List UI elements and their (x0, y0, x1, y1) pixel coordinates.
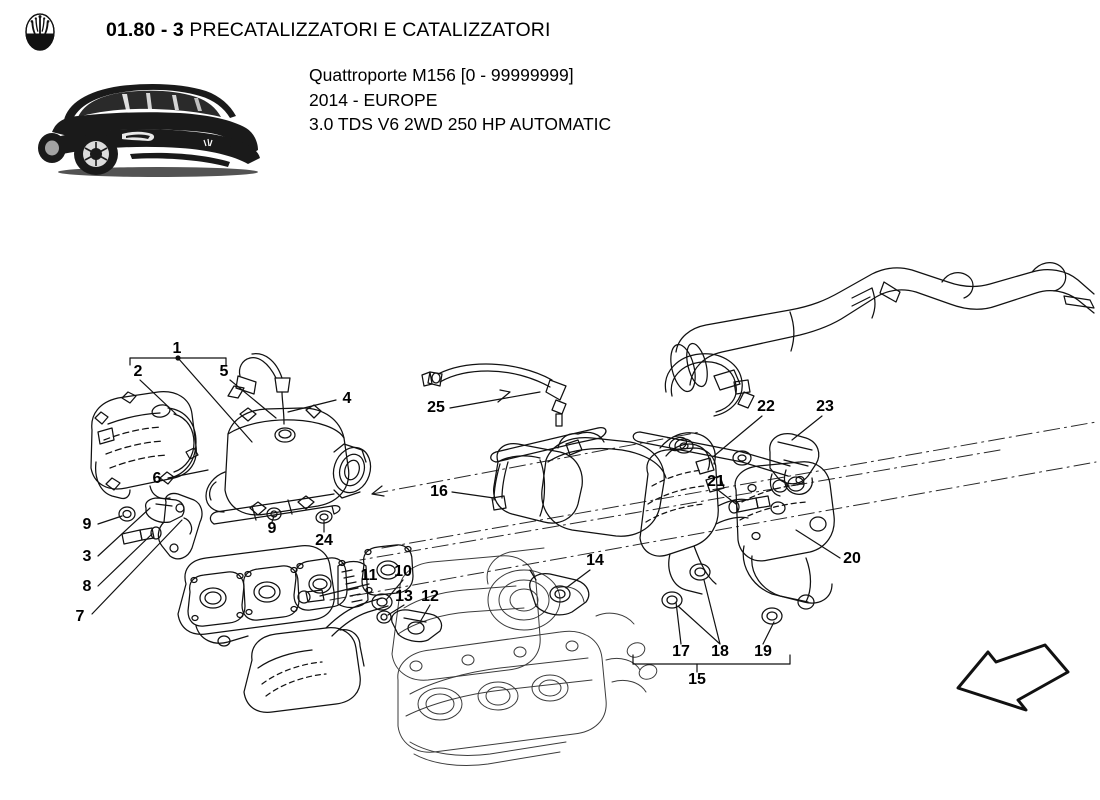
callout-18[interactable]: 18 (711, 643, 729, 660)
callout-5[interactable]: 5 (219, 363, 229, 380)
part-main-catalyst-16 (490, 426, 725, 537)
callout-25[interactable]: 25 (427, 399, 445, 416)
engine-block-ghost (391, 547, 658, 767)
callout-24[interactable]: 24 (315, 532, 333, 549)
callout-10[interactable]: 10 (394, 563, 412, 580)
callout-9[interactable]: 9 (82, 516, 92, 533)
part-bolt-21 (728, 495, 771, 514)
vehicle-info-block: Quattroporte M156 [0 - 99999999] 2014 - … (309, 63, 611, 137)
callout-13[interactable]: 13 (395, 588, 413, 605)
callout-11[interactable]: 11 (360, 567, 378, 584)
part-oxygen-sensor-5 (227, 353, 291, 425)
callout-9-right[interactable]: 9 (267, 520, 277, 537)
callout-12[interactable]: 12 (421, 588, 439, 605)
maserati-trident-logo (18, 8, 62, 56)
part-clamp-bracket-22-23 (632, 353, 820, 497)
callout-1[interactable]: 1 (172, 340, 182, 357)
callout-20[interactable]: 20 (843, 550, 861, 567)
page-title: 01.80 - 3 PRECATALIZZATORI E CATALIZZATO… (106, 19, 551, 42)
section-title: PRECATALIZZATORI E CATALIZZATORI (189, 19, 551, 41)
vehicle-thumbnail (34, 72, 282, 182)
callout-4[interactable]: 4 (342, 390, 352, 407)
section-code: 01.80 - 3 (106, 19, 184, 41)
vehicle-forward-direction-arrow (956, 643, 1070, 712)
callout-17[interactable]: 17 (672, 643, 690, 660)
callout-7[interactable]: 7 (75, 608, 85, 625)
callout-3[interactable]: 3 (82, 548, 92, 565)
callout-6[interactable]: 6 (152, 470, 162, 487)
vehicle-year-market-line: 2014 - EUROPE (309, 89, 438, 110)
part-heat-shield-2 (90, 391, 199, 500)
callout-22[interactable]: 22 (757, 398, 775, 415)
callout-2[interactable]: 2 (133, 363, 143, 380)
callout-14[interactable]: 14 (586, 552, 604, 569)
callout-23[interactable]: 23 (816, 398, 834, 415)
callout-16[interactable]: 16 (430, 483, 448, 500)
callout-19[interactable]: 19 (754, 643, 772, 660)
rear-exhaust-pipe (670, 262, 1095, 393)
vehicle-model-line: Quattroporte M156 [0 - 99999999] (309, 65, 574, 85)
part-lower-heatshield-11 (243, 589, 443, 713)
part-brackets-3-7-8-9 (118, 492, 203, 560)
callout-21[interactable]: 21 (707, 473, 725, 490)
part-oxygen-sensor-25 (421, 363, 567, 427)
callout-8[interactable]: 8 (82, 578, 92, 595)
vehicle-engine-line: 3.0 TDS V6 2WD 250 HP AUTOMATIC (309, 114, 612, 134)
part-exhaust-manifold (177, 544, 414, 647)
part-precatalyst-assembly-1 (205, 353, 372, 525)
callout-15[interactable]: 15 (688, 671, 706, 688)
